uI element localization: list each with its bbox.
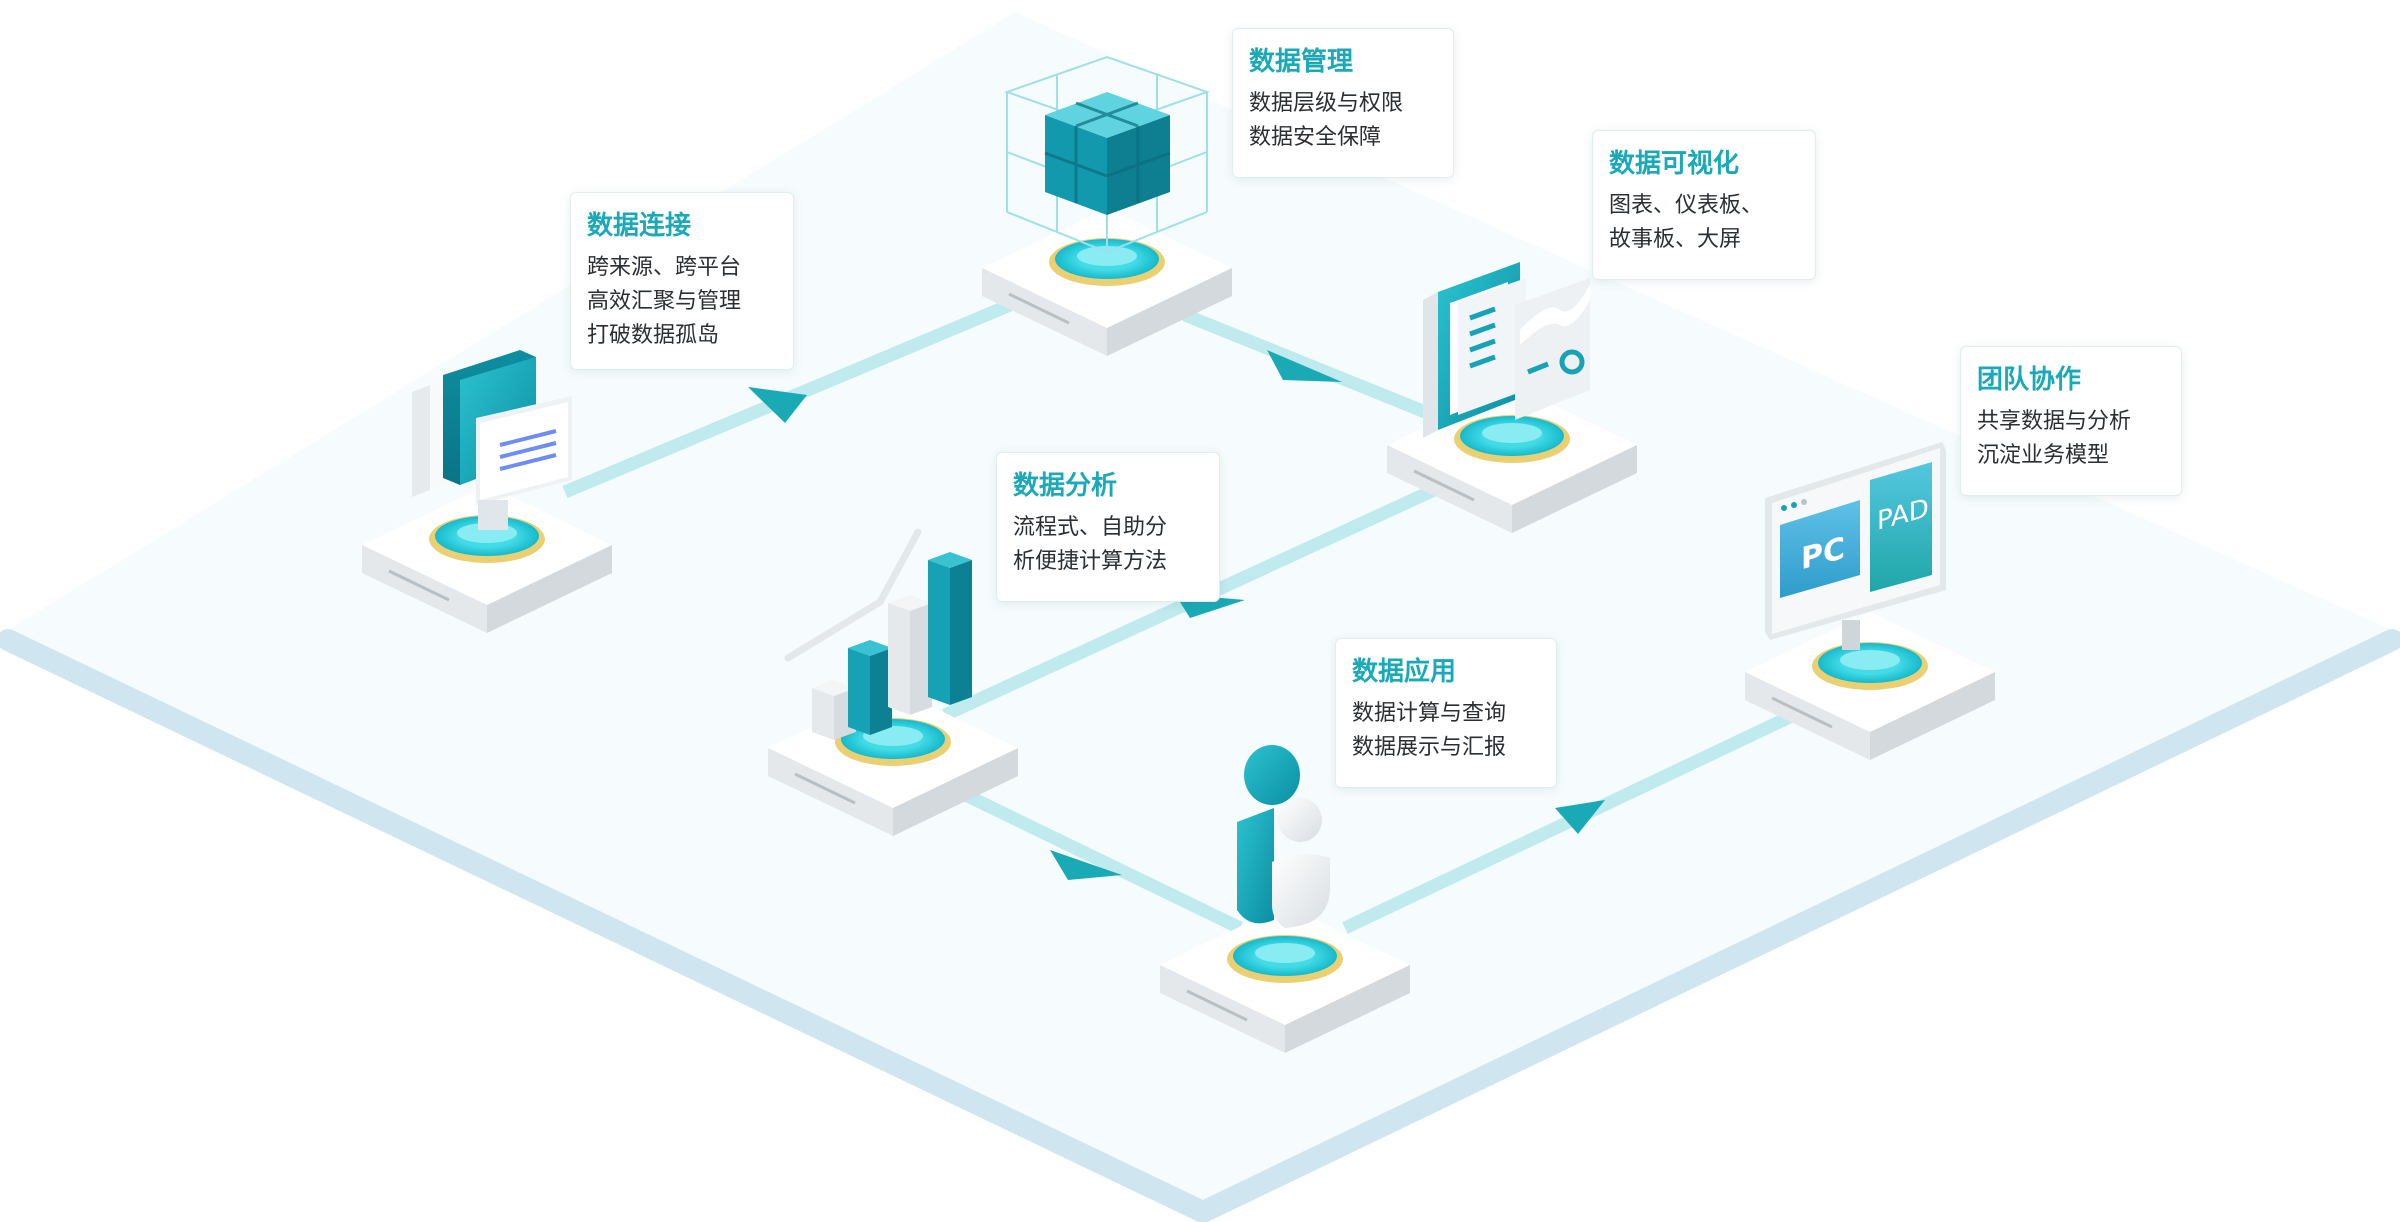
card-line: 高效汇聚与管理	[587, 289, 742, 314]
dashboard-icon	[1423, 262, 1590, 438]
card-line: 数据计算与查询	[1352, 701, 1507, 726]
card-line: 图表、仪表板、	[1609, 193, 1764, 218]
card-manage: 数据管理 数据层级与权限 数据安全保障	[1232, 28, 1454, 178]
connect-monitor-icon	[412, 350, 572, 530]
card-title: 数据管理	[1249, 47, 1354, 77]
card-line: 沉淀业务模型	[1977, 443, 2110, 468]
card-line: 数据展示与汇报	[1352, 735, 1507, 760]
pc-pad-monitor-icon: PC PAD	[1765, 442, 1946, 650]
platform-team	[1745, 612, 1995, 760]
card-line: 跨来源、跨平台	[587, 255, 742, 280]
card-line: 打破数据孤岛	[587, 323, 720, 348]
user-icon	[1237, 745, 1330, 928]
card-title: 数据应用	[1352, 657, 1457, 687]
card-line: 数据层级与权限	[1249, 91, 1404, 116]
card-title: 团队协作	[1977, 365, 2082, 395]
card-line: 共享数据与分析	[1977, 409, 2132, 434]
card-line: 析便捷计算方法	[1013, 549, 1168, 574]
bar-chart-icon	[784, 528, 972, 740]
card-title: 数据连接	[587, 211, 692, 241]
card-analysis: 数据分析 流程式、自助分 析便捷计算方法	[996, 452, 1220, 602]
arrow-to-visual	[1267, 350, 1342, 382]
card-line: 故事板、大屏	[1609, 227, 1742, 252]
platform-manage	[982, 208, 1232, 356]
cube-grid-icon	[1003, 55, 1211, 254]
card-title: 数据可视化	[1609, 149, 1740, 179]
card-title: 数据分析	[1013, 471, 1118, 501]
platform-connect	[362, 485, 612, 633]
card-connect: 数据连接 跨来源、跨平台 高效汇聚与管理 打破数据孤岛	[570, 192, 794, 370]
arrow-to-app	[1050, 850, 1122, 880]
platform-app	[1160, 905, 1410, 1053]
card-team: 团队协作 共享数据与分析 沉淀业务模型	[1960, 346, 2182, 496]
card-line: 数据安全保障	[1249, 125, 1382, 150]
card-app: 数据应用 数据计算与查询 数据展示与汇报	[1335, 638, 1557, 788]
card-visual: 数据可视化 图表、仪表板、 故事板、大屏	[1592, 130, 1816, 280]
card-line: 流程式、自助分	[1013, 515, 1168, 540]
arrow-to-connect	[748, 387, 807, 423]
arrow-to-team	[1555, 800, 1605, 834]
